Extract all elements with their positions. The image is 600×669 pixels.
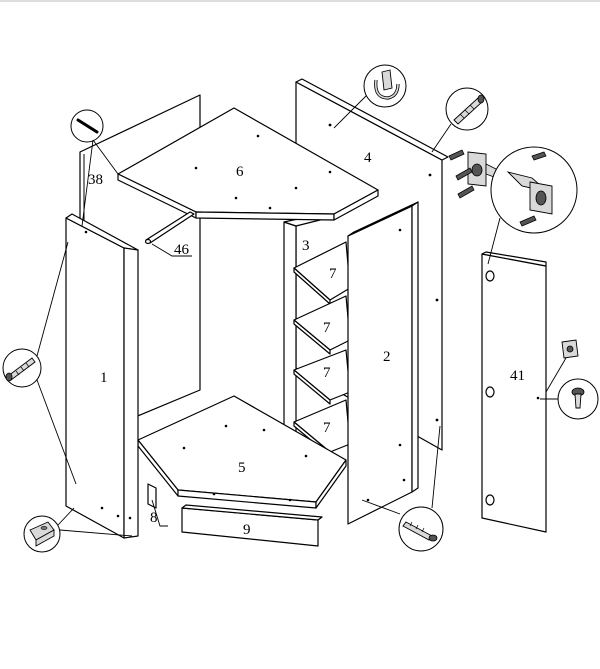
label-41: 41 [510,368,525,384]
plinth-8: 8 [147,483,168,527]
panel-5: 5 [137,395,347,509]
screw-icon-right [571,387,585,409]
screw-callout-top [431,87,489,153]
panel-6: 6 [117,107,379,221]
door-1: 1 [65,213,139,539]
hinge-detail-icon [506,151,553,227]
screw-icon-left [5,357,36,382]
label-7a: 7 [329,266,337,282]
mount-plate-icon [561,339,579,359]
label-7d: 7 [323,420,331,436]
label-38: 38 [88,172,103,188]
mount-plate [545,339,579,393]
shelf-7-b: 7 [293,295,351,355]
shelf-7-c: 7 [293,349,351,405]
screw-icon-top [453,94,485,125]
label-8: 8 [150,510,158,526]
label-3: 3 [302,238,310,254]
handle-callout [23,507,133,553]
hinge-assembly [448,149,503,199]
screw-callout-bottom [361,425,444,552]
screw-icon-bottom [402,521,438,542]
hinge-screw-icon-3 [457,185,475,199]
hinge-callout [487,146,578,265]
shelf-7-a: 7 [293,241,351,305]
panel-41: 41 [481,251,547,533]
label-2: 2 [383,349,391,365]
hinge-icon [467,151,503,187]
label-4: 4 [364,150,372,166]
label-5: 5 [238,460,246,476]
plinth-9: 9 [181,504,323,547]
hinge-screw-icon-2 [455,167,473,181]
hinge-screw-icon-1 [448,149,465,161]
rail-46: 46 [144,211,195,258]
label-1: 1 [100,370,108,386]
screw-callout-left [2,241,77,485]
hook-icon [374,69,400,100]
dowel-callout [70,109,119,227]
hook-callout [333,64,407,129]
label-7c: 7 [323,365,331,381]
label-9: 9 [243,522,251,538]
label-7b: 7 [323,320,331,336]
label-46: 46 [174,242,190,258]
screw-callout-right [540,378,599,420]
label-6: 6 [236,164,244,180]
handle-icon [29,521,55,547]
door-2: 2 [347,201,419,525]
